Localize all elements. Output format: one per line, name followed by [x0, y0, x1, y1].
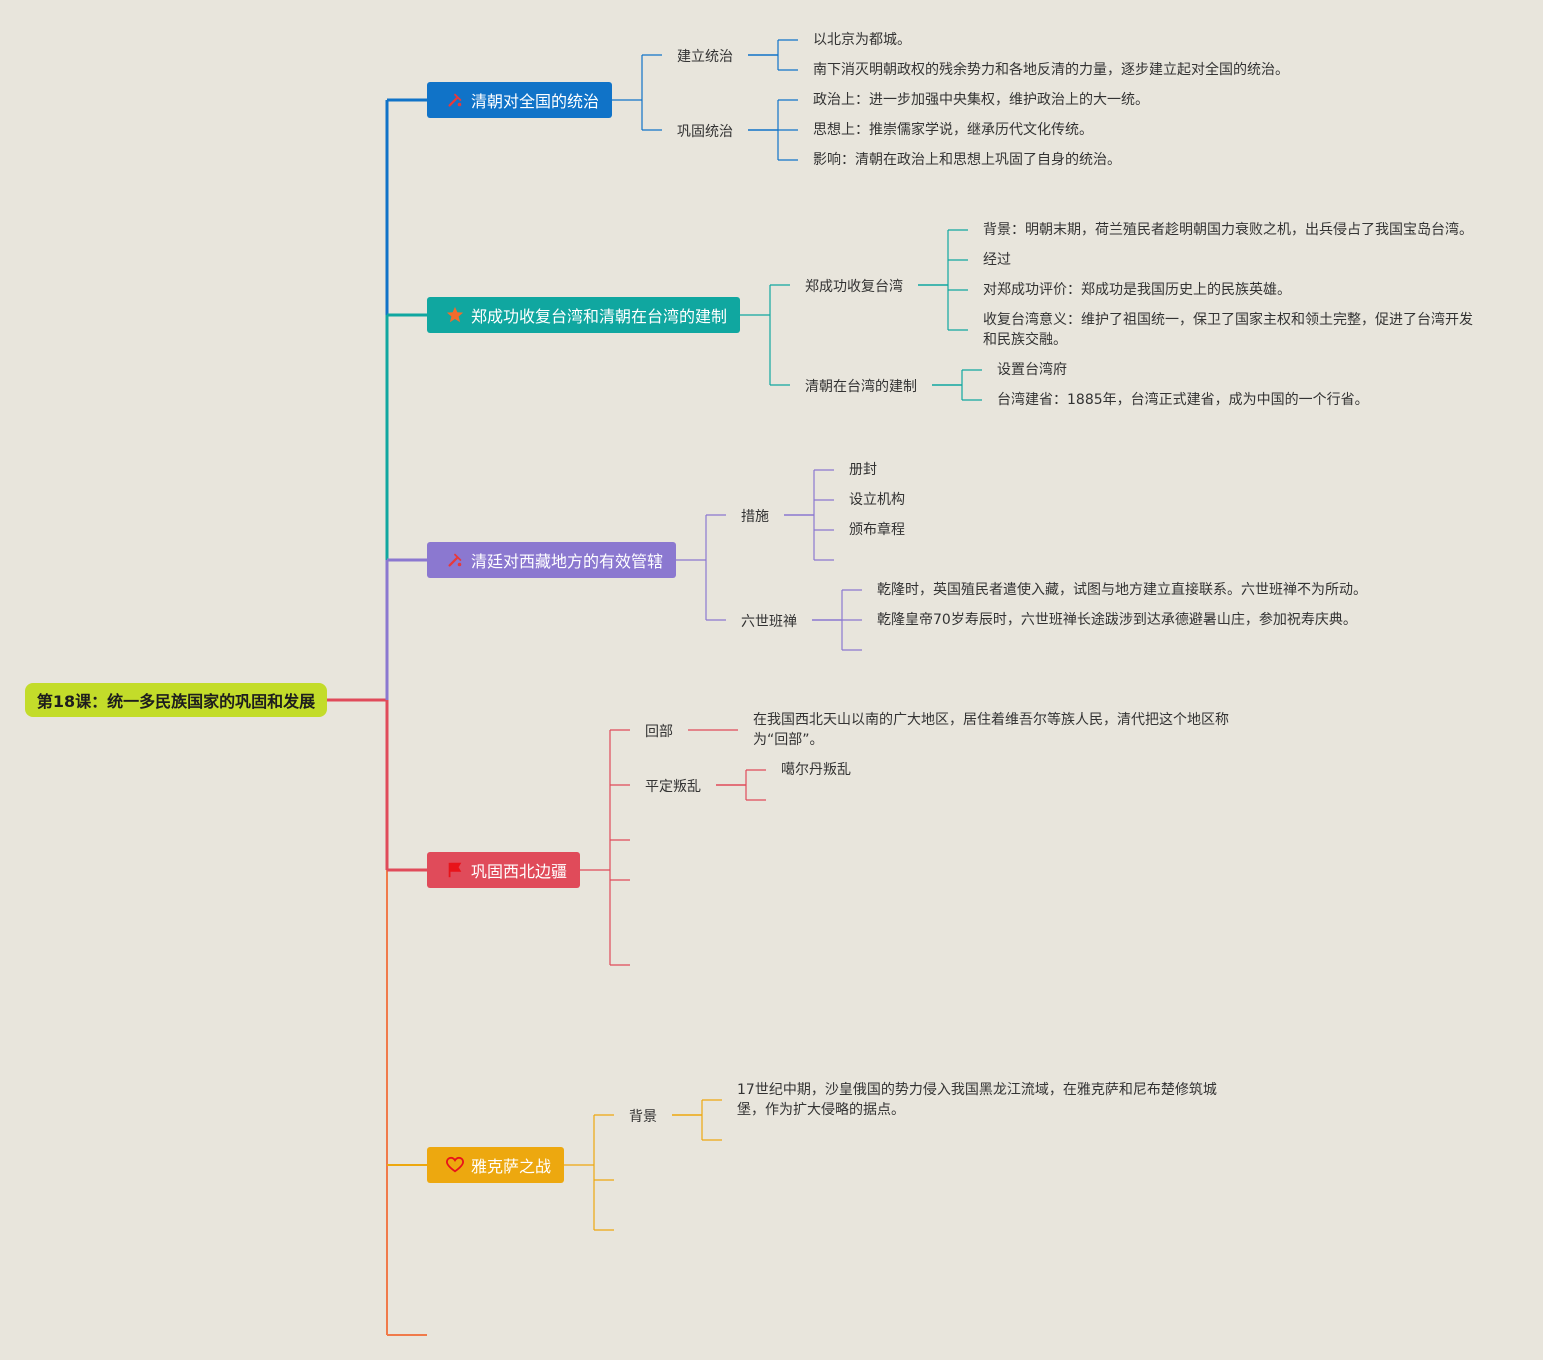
sub-huibu[interactable]: 回部 — [645, 724, 673, 740]
sub-suppress-rebellion[interactable]: 平定叛乱 — [645, 779, 701, 795]
leaf-item[interactable]: 对郑成功评价：郑成功是我国历史上的民族英雄。 — [983, 282, 1291, 298]
branch-label: 雅克萨之战 — [471, 1157, 552, 1176]
flag-icon — [445, 860, 465, 880]
heart-icon — [445, 1155, 465, 1175]
leaf-item[interactable]: 颁布章程 — [849, 522, 905, 538]
branch-tibet[interactable]: 清廷对西藏地方的有效管辖 — [427, 542, 676, 578]
branch-taiwan[interactable]: 郑成功收复台湾和清朝在台湾的建制 — [427, 297, 740, 333]
branch-label: 巩固西北边疆 — [471, 862, 568, 881]
star-icon — [445, 305, 465, 325]
sub-establish-rule[interactable]: 建立统治 — [677, 49, 733, 65]
sub-sixth-panchen[interactable]: 六世班禅 — [741, 614, 797, 630]
sub-measures[interactable]: 措施 — [741, 509, 769, 525]
leaf-item[interactable]: 思想上：推崇儒家学说，继承历代文化传统。 — [813, 122, 1093, 138]
leaf-item[interactable]: 以北京为都城。 — [813, 32, 911, 48]
leaf-item[interactable]: 收复台湾意义：维护了祖国统一，保卫了国家主权和领土完整，促进了台湾开发和民族交融… — [983, 312, 1473, 348]
leaf-item[interactable]: 背景：明朝末期，荷兰殖民者趁明朝国力衰败之机，出兵侵占了我国宝岛台湾。 — [983, 222, 1473, 238]
branch-label: 清朝对全国的统治 — [471, 92, 600, 111]
leaf-item[interactable]: 在我国西北天山以南的广大地区，居住着维吾尔等族人民，清代把这个地区称为“回部”。 — [753, 712, 1229, 748]
leaf-item[interactable]: 经过 — [983, 252, 1011, 268]
branch-qing-rule[interactable]: 清朝对全国的统治 — [427, 82, 612, 118]
branch-label: 郑成功收复台湾和清朝在台湾的建制 — [471, 307, 728, 326]
leaf-item[interactable]: 册封 — [849, 462, 877, 478]
leaf-item[interactable]: 17世纪中期，沙皇俄国的势力侵入我国黑龙江流域，在雅克萨和尼布楚修筑城堡，作为扩… — [737, 1082, 1217, 1118]
leaf-item[interactable]: 设立机构 — [849, 492, 905, 508]
branch-yaksa[interactable]: 雅克萨之战 — [427, 1147, 564, 1183]
tools-icon — [445, 550, 465, 570]
sub-background[interactable]: 背景 — [629, 1109, 657, 1125]
branch-label: 清廷对西藏地方的有效管辖 — [471, 552, 664, 571]
leaf-item[interactable]: 设置台湾府 — [997, 362, 1067, 378]
sub-qing-taiwan-admin[interactable]: 清朝在台湾的建制 — [805, 379, 917, 395]
leaf-item[interactable]: 台湾建省：1885年，台湾正式建省，成为中国的一个行省。 — [997, 392, 1369, 408]
sub-consolidate-rule[interactable]: 巩固统治 — [677, 124, 733, 140]
leaf-item[interactable]: 政治上：进一步加强中央集权，维护政治上的大一统。 — [813, 92, 1149, 108]
leaf-item[interactable]: 噶尔丹叛乱 — [781, 762, 851, 778]
tools-icon — [445, 90, 465, 110]
leaf-item[interactable]: 乾隆时，英国殖民者遣使入藏，试图与地方建立直接联系。六世班禅不为所动。 — [877, 582, 1367, 598]
leaf-item[interactable]: 乾隆皇帝70岁寿辰时，六世班禅长途跋涉到达承德避暑山庄，参加祝寿庆典。 — [877, 612, 1357, 628]
sub-zheng-recover[interactable]: 郑成功收复台湾 — [805, 279, 903, 295]
branch-northwest[interactable]: 巩固西北边疆 — [427, 852, 580, 888]
leaf-item[interactable]: 影响：清朝在政治上和思想上巩固了自身的统治。 — [813, 152, 1121, 168]
leaf-item[interactable]: 南下消灭明朝政权的残余势力和各地反清的力量，逐步建立起对全国的统治。 — [813, 62, 1289, 78]
root-topic[interactable]: 第18课：统一多民族国家的巩固和发展 — [25, 683, 327, 717]
